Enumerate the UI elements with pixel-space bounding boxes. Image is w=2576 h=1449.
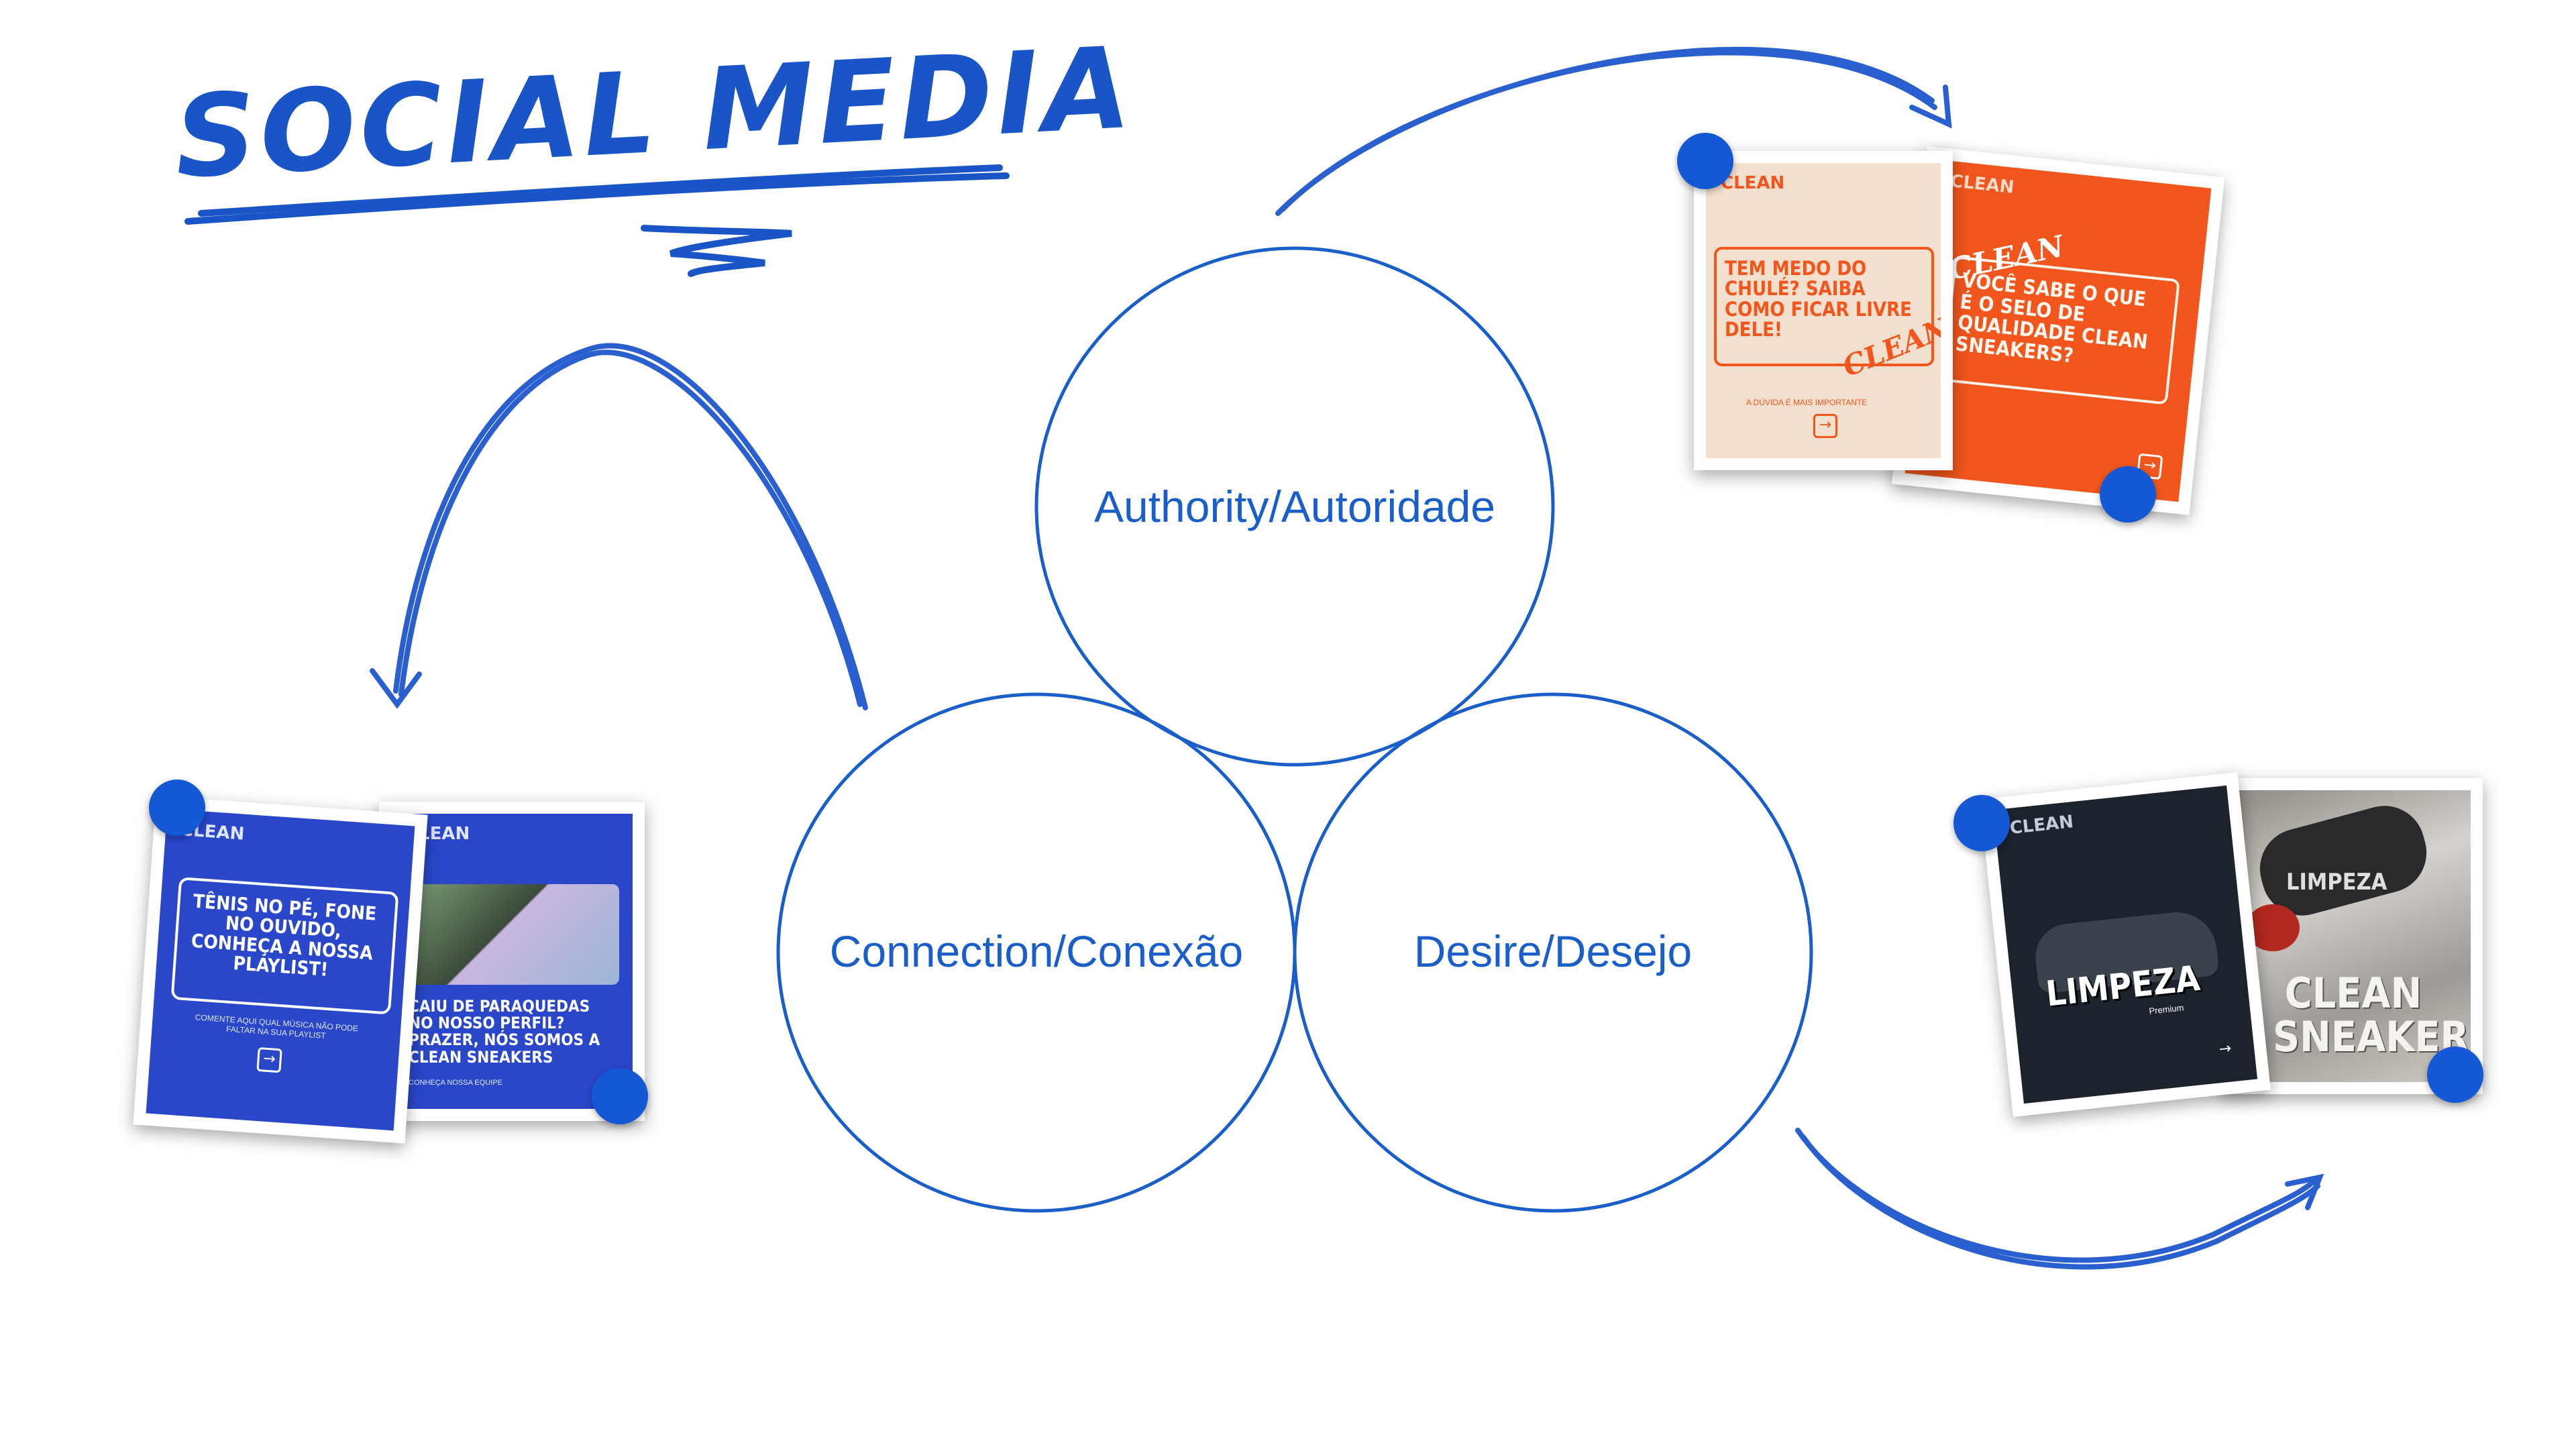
post-headline: TEM MEDO DO CHULÉ? SAIBA COMO FICAR LIVR… bbox=[1725, 257, 1913, 341]
curved-arrow-icon bbox=[1795, 1128, 2324, 1270]
overlay-text: LIMPEZA bbox=[2286, 869, 2387, 896]
post-subtitle: Premium bbox=[2148, 1002, 2185, 1016]
authority-circle bbox=[1034, 246, 1555, 767]
post-headline: CLEAN SNEAKERS bbox=[2273, 969, 2471, 1062]
post-footer: COMENTE AQUI QUAL MÚSICA NÃO PODE FALTAR… bbox=[195, 1012, 359, 1041]
post-headline: CAIU DE PARAQUEDAS NO NOSSO PERFIL? PRAZ… bbox=[409, 997, 600, 1067]
pin-icon bbox=[1953, 795, 2010, 851]
post-card-desire-a[interactable]: CLEAN LIMPEZA Premium → bbox=[1980, 772, 2271, 1117]
post-card-connection-a[interactable]: CLEAN TÊNIS NO PÉ, FONE NO OUVIDO, CONHE… bbox=[133, 796, 428, 1144]
post-headline: TÊNIS NO PÉ, FONE NO OUVIDO, CONHEÇA A N… bbox=[190, 890, 378, 981]
authority-label: Authority/Autoridade bbox=[1093, 482, 1496, 531]
curved-arrow-icon bbox=[1275, 46, 1952, 216]
brand-logo: CLEAN bbox=[1721, 173, 1785, 193]
curved-arrow-icon bbox=[370, 343, 868, 710]
headline-frame bbox=[1714, 247, 1934, 366]
desire-label: Desire/Desejo bbox=[1413, 926, 1693, 976]
post-footer: CONHEÇA NOSSA EQUIPE bbox=[409, 1079, 502, 1087]
pin-icon bbox=[592, 1068, 648, 1124]
pin-icon bbox=[1677, 133, 1733, 189]
post-footer: A DÚVIDA É MAIS IMPORTANTE bbox=[1746, 398, 1868, 407]
brand-logo: CLEAN bbox=[1949, 171, 2015, 198]
photo-image bbox=[405, 884, 619, 985]
arrow-right-icon[interactable]: → bbox=[256, 1046, 282, 1073]
arrow-right-icon[interactable]: → bbox=[2218, 1040, 2233, 1059]
pin-icon bbox=[2100, 466, 2156, 523]
pin-icon bbox=[149, 780, 205, 836]
desire-circle bbox=[1293, 692, 1813, 1213]
connection-label: Connection/Conexão bbox=[829, 926, 1244, 976]
arrow-right-icon[interactable]: → bbox=[1813, 414, 1837, 438]
pin-icon bbox=[2427, 1046, 2483, 1103]
title-underline-icon bbox=[184, 164, 1010, 277]
post-card-authority-a[interactable]: CLEAN TEM MEDO DO CHULÉ? SAIBA COMO FICA… bbox=[1694, 151, 1953, 470]
brand-logo: CLEAN bbox=[2008, 812, 2075, 839]
